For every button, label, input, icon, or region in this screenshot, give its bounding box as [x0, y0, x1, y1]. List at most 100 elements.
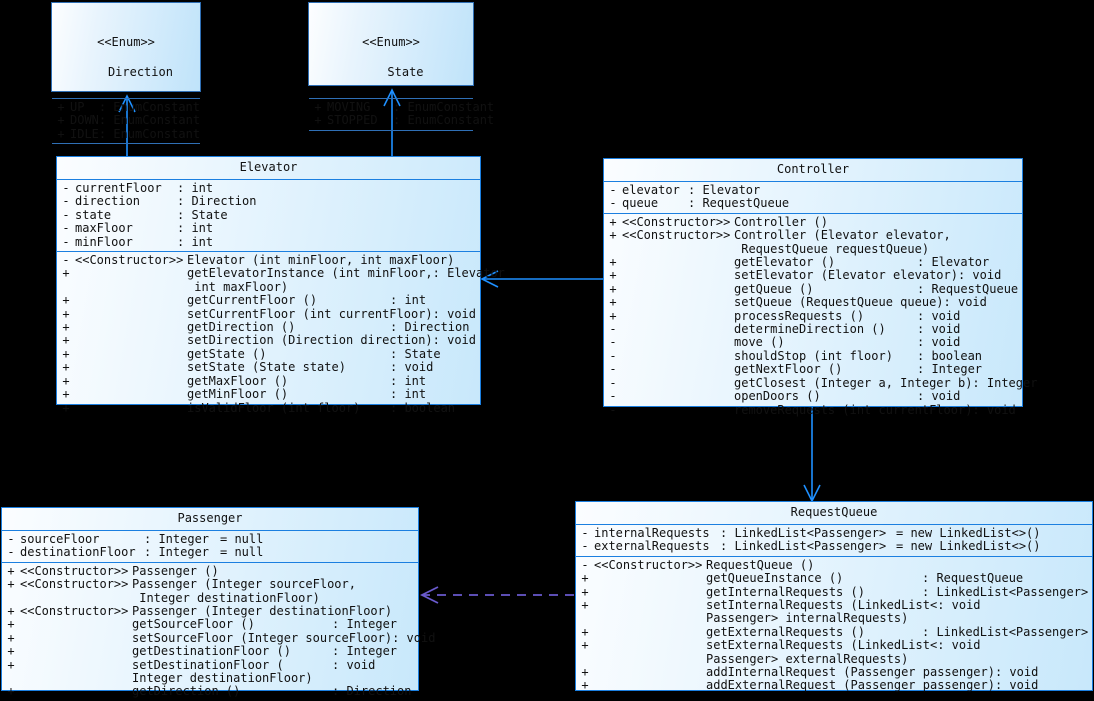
method-row: -<<Constructor>>RequestQueue () [576, 558, 1092, 572]
visibility-marker: - [62, 221, 70, 236]
method-signature: RequestQueue requestQueue) [734, 241, 930, 256]
attribute-row: + IDLE : EnumConstant [57, 126, 201, 141]
visibility-marker: - [62, 253, 70, 268]
method-row: +addExternalRequest (Passenger passenger… [576, 678, 1092, 693]
method-signature: addInternalRequest (Passenger passenger) [706, 665, 995, 680]
attribute-row: -externalRequests: LinkedList<Passenger>… [576, 539, 1092, 553]
method-row: +setDestinationFloor (: void [2, 657, 418, 672]
visibility-marker: + [7, 630, 15, 645]
class-name-elevator: Elevator [239, 160, 298, 174]
method-signature: setExternalRequests (LinkedList< [706, 638, 938, 653]
method-signature: setDestinationFloor ( [132, 657, 284, 672]
visibility-marker: + [62, 400, 70, 415]
method-return-type: : LinkedList<Passenger> [922, 624, 1089, 639]
method-return-type: : void [943, 295, 987, 310]
method-return-type: : void [390, 360, 434, 375]
method-row: +<<Constructor>>Controller () [604, 215, 1022, 229]
visibility-marker: - [609, 375, 617, 390]
method-signature: getMinFloor () [187, 387, 289, 402]
method-signature: getQueueInstance () [706, 571, 844, 586]
method-return-type: : void [994, 665, 1039, 680]
method-return-type: : void [917, 322, 961, 337]
class-name-state: State [387, 65, 424, 79]
visibility-marker: + [609, 255, 617, 270]
method-row: +setExternalRequests (LinkedList<: void [576, 638, 1092, 653]
method-row: -determineDirection (): void [604, 322, 1022, 337]
attribute-name: destinationFloor [20, 545, 136, 560]
visibility-marker: + [609, 228, 617, 243]
method-signature: getClosest (Integer a, Integer b) [734, 375, 973, 390]
class-box-passenger[interactable]: Passenger -sourceFloor: Integer= null-de… [1, 507, 435, 698]
method-row: +<<Constructor>>Passenger (Integer sourc… [2, 577, 418, 591]
method-signature: Passenger> internalRequests) [706, 611, 909, 626]
divider [604, 212, 1022, 214]
class-name-controller: Controller [776, 162, 850, 176]
method-signature: Controller (Elevator elevator, [734, 228, 951, 243]
attribute-type: : Integer [144, 545, 210, 560]
method-row-continuation: Integer destinationFloor) [2, 590, 418, 605]
attribute-default: = null [220, 532, 264, 546]
attribute-row: + DOWN : EnumConstant [57, 113, 201, 128]
method-row: -move (): void [604, 336, 1022, 350]
method-row: +<<Constructor>>Passenger (Integer desti… [2, 604, 418, 619]
attributes-compartment-direction: + UP : EnumConstant + DOWN : EnumConstan… [52, 99, 200, 143]
method-signature: openDoors () [734, 389, 821, 404]
method-signature: addExternalRequest (Passenger passenger) [706, 678, 995, 693]
class-box-controller[interactable]: Controller -elevator: Elevator-queue: Re… [603, 158, 1037, 416]
method-return-type: : void [957, 268, 1002, 283]
visibility-marker: - [7, 532, 15, 546]
attribute-row: -destinationFloor: Integer= null [2, 545, 418, 560]
method-row-continuation: RequestQueue requestQueue) [604, 241, 1022, 256]
method-signature: getElevatorInstance (int minFloor, [187, 266, 433, 281]
divider [309, 98, 473, 99]
method-row: -shouldStop (int floor): boolean [604, 349, 1022, 363]
attribute-row: + STOPPED : EnumConstant [314, 113, 495, 128]
method-row-continuation: int maxFloor) [57, 280, 480, 294]
method-signature: isValidFloor (int floor) [187, 400, 361, 415]
attributes-compartment-controller: -elevator: Elevator-queue: RequestQueue [604, 182, 1022, 213]
method-row: -openDoors (): void [604, 389, 1022, 404]
attr-name: MOVING [327, 100, 371, 114]
method-return-type: : void [432, 306, 476, 321]
method-row: +getQueue (): RequestQueue [604, 282, 1022, 296]
method-row: +getCurrentFloor (): int [57, 293, 480, 307]
class-box-elevator[interactable]: Elevator -currentFloor: int-direction: D… [56, 156, 505, 414]
divider [576, 555, 1092, 557]
class-box-state-enum[interactable]: <<Enum>> State + MOVING : EnumConstant +… [308, 2, 494, 131]
method-signature: Integer destinationFloor) [132, 590, 320, 605]
method-return-type: : LinkedList<Passenger> [922, 584, 1089, 599]
method-return-type: : void [994, 678, 1039, 693]
attributes-compartment-state: + MOVING : EnumConstant + STOPPED : Enum… [309, 99, 495, 130]
attribute-name: state [75, 207, 112, 222]
class-box-direction-enum[interactable]: <<Enum>> Direction + UP : EnumConstant +… [51, 2, 201, 145]
attribute-name: queue [622, 196, 659, 211]
method-return-type: : void [937, 598, 981, 613]
method-stereotype: <<Constructor>> [622, 228, 731, 243]
method-signature: setCurrentFloor (int currentFloor) [187, 306, 433, 321]
attributes-compartment-elevator: -currentFloor: int-direction: Direction-… [57, 180, 480, 251]
method-signature: getState () [187, 346, 267, 361]
attribute-name: minFloor [75, 234, 133, 249]
method-row: +setState (State state): void [57, 360, 480, 375]
method-row: +addInternalRequest (Passenger passenger… [576, 665, 1092, 680]
divider [604, 181, 1022, 182]
visibility-marker: - [609, 196, 617, 211]
visibility-marker: + [7, 657, 15, 672]
attribute-name: sourceFloor [20, 532, 100, 546]
method-row: +getElevatorInstance (int minFloor,: Ele… [57, 266, 505, 281]
visibility-marker: + [7, 604, 15, 619]
method-row: -getClosest (Integer a, Integer b): Inte… [604, 375, 1037, 390]
method-return-type: : void [432, 333, 476, 348]
attribute-type: : int [177, 221, 214, 236]
visibility-marker: - [609, 402, 617, 417]
attribute-row: -direction: Direction [57, 194, 480, 208]
class-box-request-queue[interactable]: RequestQueue -internalRequests: LinkedLi… [575, 501, 1093, 693]
attr-name: STOPPED [327, 113, 378, 128]
attr-name: UP [70, 100, 85, 114]
methods-compartment-controller: +<<Constructor>>Controller ()+<<Construc… [604, 214, 1037, 419]
method-row: +getState (): State [57, 346, 480, 361]
method-return-type: : void [972, 402, 1016, 417]
attribute-row: -internalRequests: LinkedList<Passenger>… [576, 526, 1092, 540]
visibility-marker: + [62, 266, 70, 281]
visibility-marker: + [62, 333, 70, 348]
